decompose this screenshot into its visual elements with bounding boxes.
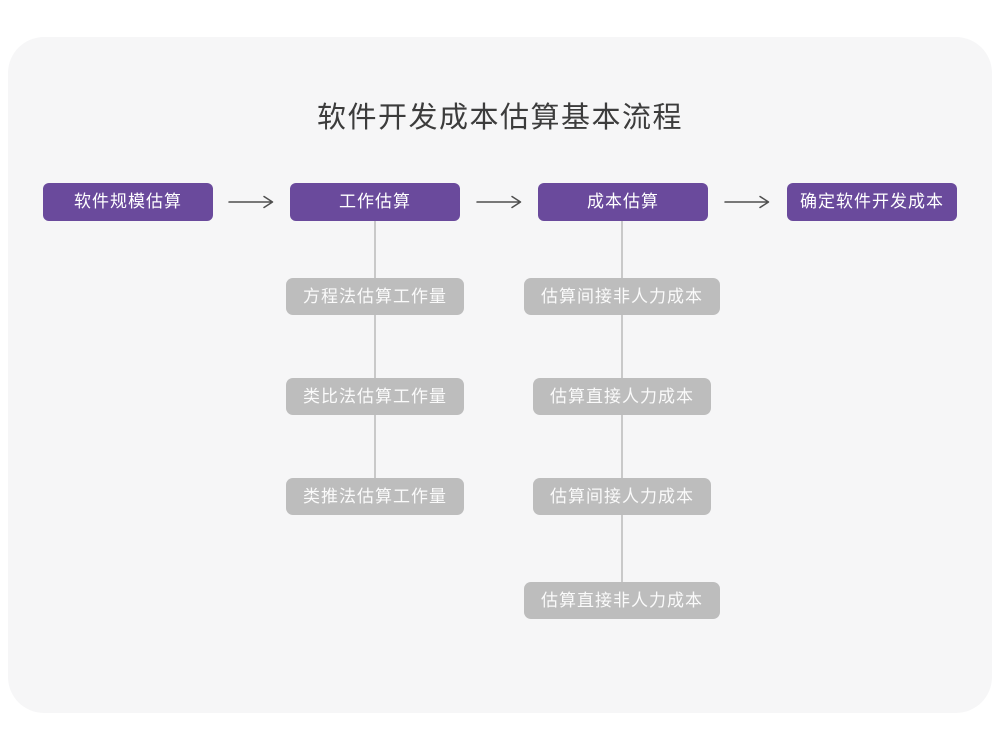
right-arrow-icon: [228, 195, 274, 209]
stage-node-software-scale-estimation: 软件规模估算: [43, 183, 213, 221]
right-arrow-icon: [724, 195, 770, 209]
sub-node-direct-labor-cost: 估算直接人力成本: [533, 378, 711, 415]
stage-node-cost-estimation: 成本估算: [538, 183, 708, 221]
diagram-title: 软件开发成本估算基本流程: [316, 102, 683, 134]
right-arrow-icon: [476, 195, 522, 209]
stage-node-confirm-development-cost: 确定软件开发成本: [787, 183, 957, 221]
sub-node-extrapolation-method: 类推法估算工作量: [286, 478, 464, 515]
flowchart-card: [8, 37, 992, 713]
sub-node-equation-method: 方程法估算工作量: [286, 278, 464, 315]
stage-node-work-estimation: 工作估算: [290, 183, 460, 221]
sub-node-analogy-method: 类比法估算工作量: [286, 378, 464, 415]
sub-node-indirect-non-labor-cost: 估算间接非人力成本: [524, 278, 720, 315]
sub-node-direct-non-labor-cost: 估算直接非人力成本: [524, 582, 720, 619]
connector-line-work-estimation: [374, 221, 376, 497]
sub-node-indirect-labor-cost: 估算间接人力成本: [533, 478, 711, 515]
